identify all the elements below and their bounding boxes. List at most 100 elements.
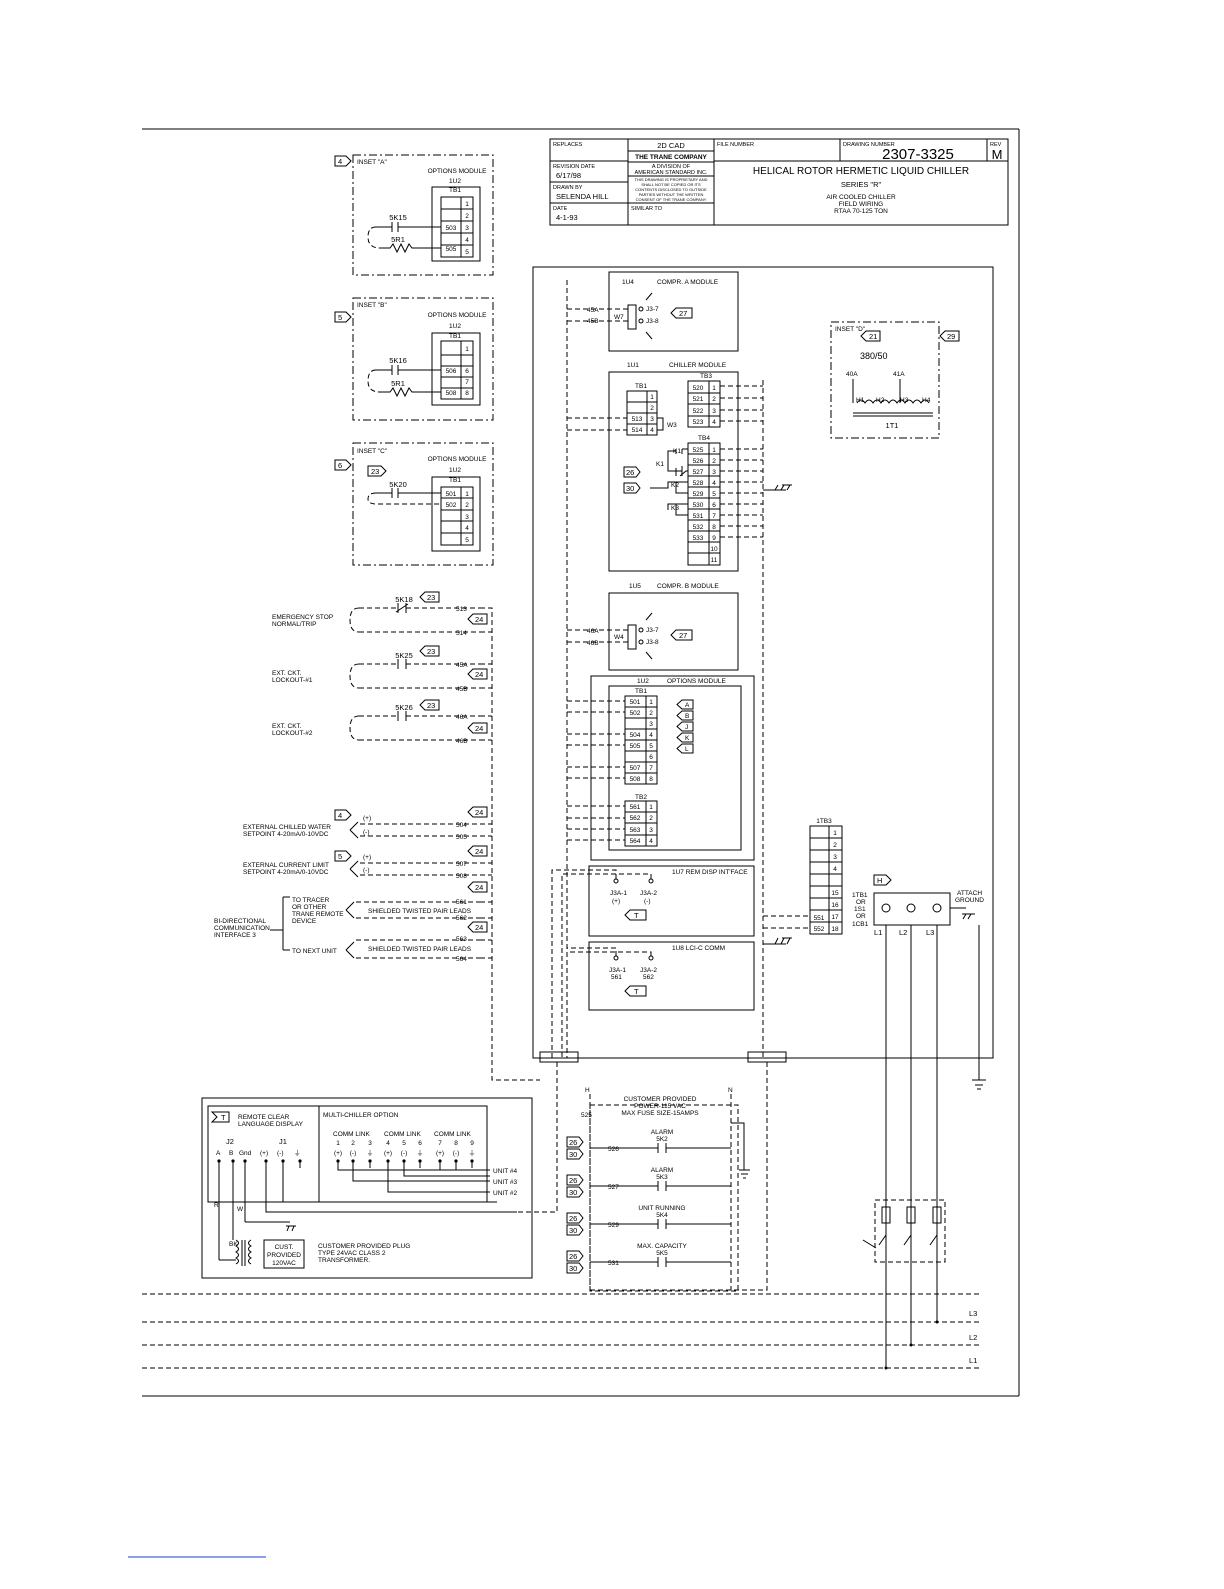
tb-row: 2: [712, 458, 716, 465]
wire-number: 527: [693, 469, 704, 476]
wire-number: 530: [693, 502, 704, 509]
wire-number: 504: [630, 732, 641, 739]
tb-row: 1: [649, 804, 653, 811]
tb-row: 6: [712, 502, 716, 509]
link-pin: ⏚: [469, 1149, 476, 1157]
inset-ref: K: [685, 735, 690, 742]
ref-marker: 24: [475, 847, 483, 856]
ref-marker: [566, 1174, 584, 1186]
plug-note: TRANSFORMER.: [318, 1257, 370, 1264]
rev-value: M: [992, 147, 1003, 162]
polarity-label: (+): [612, 898, 620, 905]
wire-number: 502: [446, 502, 457, 509]
tb-row: 3: [650, 416, 654, 423]
inset-d: INSET "D" 21 29 380/50 40A 41A H1 H2 H3 …: [830, 321, 960, 439]
module-name: CHILLER MODULE: [669, 362, 727, 369]
module-id: 1U5: [629, 583, 641, 590]
line-label: L3: [926, 928, 934, 937]
relay-id: 5K3: [656, 1174, 668, 1181]
wire-number: 523: [693, 419, 704, 426]
link-number: 7: [438, 1140, 442, 1147]
tb-row: 8: [465, 390, 469, 397]
tb-row: 5: [649, 743, 653, 750]
disconnect-label: 1S1: [854, 906, 866, 913]
wire-number: 552: [814, 926, 825, 933]
inset-ref: L: [685, 746, 689, 753]
plug-label: W4: [614, 634, 624, 641]
power-label: POWER-115 VAC: [634, 1103, 686, 1110]
j2-pin: Gnd: [239, 1150, 252, 1157]
module-id: 1U4: [622, 279, 634, 286]
wire-number: 561: [611, 974, 622, 981]
tb-row: 1: [649, 699, 653, 706]
ref-marker: T: [634, 911, 639, 920]
disconnect-label: 1TB1: [852, 892, 868, 899]
contact-label: 5K26: [395, 703, 413, 712]
tb-label: 1TB3: [816, 818, 832, 825]
company-name: THE TRANE COMPANY: [635, 154, 707, 161]
wire-number: 522: [693, 408, 704, 415]
disconnect-label: OR: [856, 913, 866, 920]
transformer-label: CUST.: [275, 1244, 294, 1251]
wire-number: 504: [456, 822, 467, 829]
pin-label: J3A-1: [609, 967, 626, 974]
compr-b-module: 1U5 COMPR. B MODULE W4 46A 46B J3-7 J3-8…: [567, 583, 739, 671]
contact-label: 5K20: [389, 480, 407, 489]
pin-label: J3-8: [646, 639, 659, 646]
tb-row: 2: [650, 405, 654, 412]
wire-number: 533: [693, 535, 704, 542]
ground-symbol: [763, 484, 792, 491]
cad-label: 2D CAD: [657, 141, 685, 150]
wire-number: 508: [446, 390, 457, 397]
tb-row: 8: [649, 776, 653, 783]
wire-code: W: [237, 1206, 244, 1213]
wire-number: 561: [456, 899, 467, 906]
pin-dot: [368, 1159, 372, 1163]
ref-marker: [566, 1224, 584, 1236]
field-label: SETPOINT 4-20mA/0-10VDC: [243, 869, 329, 876]
link-pin: (-): [453, 1150, 460, 1157]
wire-number: 531: [608, 1260, 619, 1267]
j2-label: J2: [226, 1137, 234, 1146]
field-label: NORMAL/TRIP: [272, 621, 316, 628]
inset-tag: 4: [338, 811, 342, 820]
tb-row: 6: [649, 754, 653, 761]
polarity-label: (-): [363, 829, 370, 836]
pin-label: J3-7: [646, 627, 659, 634]
wire-number: 562: [630, 815, 641, 822]
module-name: OPTIONS MODULE: [667, 678, 727, 685]
wire-number: 528: [693, 480, 704, 487]
plug-note: TYPE 24VAC CLASS 2: [318, 1250, 386, 1257]
tb-row: 10: [710, 546, 718, 553]
drawn-by-label: DRAWN BY: [553, 185, 583, 191]
wire-number: 562: [456, 915, 467, 922]
drawing-subtitle: FIELD WIRING: [839, 201, 883, 208]
field-label: EMERGENCY STOP: [272, 614, 333, 621]
tb-row: 4: [650, 427, 654, 434]
inset-label: INSET "B": [357, 302, 387, 309]
wire-number: 45A: [456, 662, 468, 669]
wire-number: 46B: [587, 640, 599, 647]
inset-id: 1U2: [449, 323, 461, 330]
date-label: DATE: [553, 206, 568, 212]
tb-row: 9: [712, 535, 716, 542]
polarity-label: (-): [363, 867, 370, 874]
inset-label: INSET "D": [835, 326, 866, 333]
wire-number: 501: [630, 699, 641, 706]
wire-number: 521: [693, 396, 704, 403]
wire-number: 525: [693, 447, 704, 454]
resistor-label: 5R1: [391, 379, 405, 388]
tb-row: 7: [465, 379, 469, 386]
tb-row: 1: [712, 447, 716, 454]
pin-dot: [231, 1159, 235, 1163]
drawing-title: HELICAL ROTOR HERMETIC LIQUID CHILLER: [753, 166, 969, 177]
transformer-label: PROVIDED: [267, 1252, 301, 1259]
drawing-series: SERIES "R": [841, 180, 882, 189]
wire-number: 46A: [587, 628, 599, 635]
relay-contact: [590, 1219, 731, 1229]
xfmr-terminal: H3: [900, 397, 909, 404]
w3-label: W3: [667, 422, 677, 429]
inset-label: INSET "C": [357, 448, 388, 455]
ref-marker: 24: [475, 615, 483, 624]
